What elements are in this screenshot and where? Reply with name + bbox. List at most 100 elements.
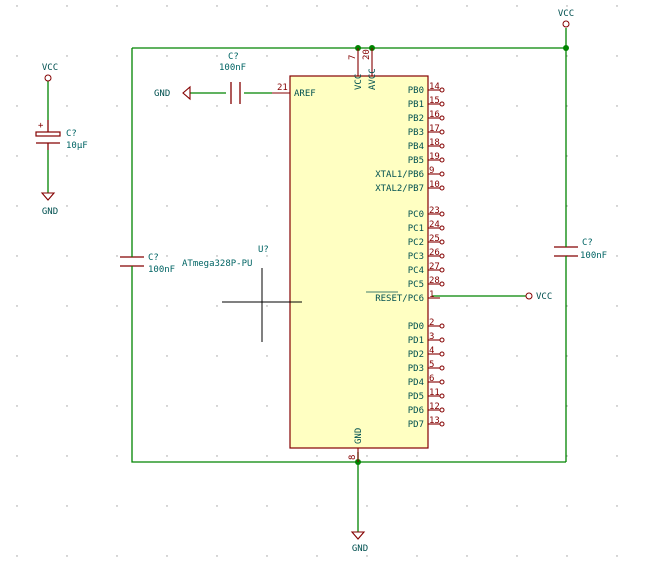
pin-name[interactable]: AVCC [368, 68, 378, 90]
grid-dot [516, 5, 518, 7]
grid-dot [366, 505, 368, 507]
grid-dot [566, 5, 568, 7]
pin-number: 18 [429, 138, 440, 148]
grid-dot [16, 5, 18, 7]
capacitor-right: C? 100nF [554, 238, 607, 262]
grid-dot [116, 355, 118, 357]
vcc-label-bulk: VCC [42, 63, 58, 73]
pin-name[interactable]: PD6 [408, 406, 424, 416]
grid-dot [166, 205, 168, 207]
grid-dot [16, 555, 18, 557]
pin-name[interactable]: PC4 [408, 266, 424, 276]
grid-dot [166, 355, 168, 357]
grid-dot [466, 505, 468, 507]
gnd-triangle-icon [350, 531, 366, 540]
grid-dot [616, 505, 618, 507]
vcc-power-bulk: VCC [42, 63, 58, 82]
pin-number: 1 [429, 290, 434, 300]
pin-name[interactable]: PD7 [408, 420, 424, 430]
grid-dot [366, 555, 368, 557]
grid-dot [566, 505, 568, 507]
grid-dot [516, 405, 518, 407]
pin-name[interactable]: AREF [294, 89, 316, 99]
grid-dot [66, 305, 68, 307]
cap-bulk-value: 10µF [66, 141, 88, 151]
pin-number: 5 [429, 360, 434, 370]
cap-aref-value: 100nF [219, 63, 246, 73]
pin-name[interactable]: PB4 [408, 142, 424, 152]
pin-end-icon [439, 115, 445, 121]
grid-dot [166, 305, 168, 307]
pin-end-icon [439, 185, 445, 191]
junction-top-right [563, 45, 569, 51]
pin-end-icon [439, 337, 445, 343]
wires [47, 28, 567, 532]
grid-dot [116, 205, 118, 207]
pin-number: 16 [429, 110, 440, 120]
ic-right-pins: 14PB015PB116PB217PB318PB419PB59XTAL1/PB6… [366, 82, 445, 430]
gnd-power-bottom: GND [350, 531, 368, 554]
grid-dot [66, 55, 68, 57]
grid-dot [516, 555, 518, 557]
ic-body[interactable] [289, 75, 429, 449]
grid-dot [416, 5, 418, 7]
grid-dot [16, 305, 18, 307]
pin-name[interactable]: PB2 [408, 114, 424, 124]
grid-dot [166, 405, 168, 407]
pin-name[interactable]: VCC [354, 74, 364, 90]
pin-name[interactable]: PC5 [408, 280, 424, 290]
cap-right-value: 100nF [580, 251, 607, 261]
pin-number: 15 [429, 96, 440, 106]
grid-dot [516, 355, 518, 357]
pin-name[interactable]: PB5 [408, 156, 424, 166]
pin-name[interactable]: PC3 [408, 252, 424, 262]
vcc-circle-icon [562, 20, 570, 28]
pin-name[interactable]: PD2 [408, 350, 424, 360]
grid-dot [266, 55, 268, 57]
pin-number: 25 [429, 234, 440, 244]
grid-dot [366, 455, 368, 457]
grid-dot [266, 205, 268, 207]
pin-name[interactable]: GND [354, 428, 364, 444]
grid-dot [566, 305, 568, 307]
pin-end-icon [439, 143, 445, 149]
pin-name[interactable]: XTAL1/PB6 [375, 170, 424, 180]
grid-dot [216, 255, 218, 257]
grid-dot [216, 105, 218, 107]
ic-atmega328p[interactable]: U? ATmega328P-PU [182, 75, 429, 449]
pin-name[interactable]: RESET/PC6 [375, 294, 424, 304]
capacitor-aref: C? 100nF [219, 52, 246, 104]
grid-dot [166, 455, 168, 457]
vcc-power-reset: VCC [525, 292, 552, 302]
grid-dot [16, 405, 18, 407]
pin-name[interactable]: PB0 [408, 86, 424, 96]
pin-name[interactable]: PC2 [408, 238, 424, 248]
pin-name[interactable]: PD0 [408, 322, 424, 332]
grid-dot [216, 555, 218, 557]
pin-name[interactable]: PD1 [408, 336, 424, 346]
pin-name[interactable]: PC0 [408, 210, 424, 220]
grid-dot [566, 205, 568, 207]
pin-name[interactable]: PB1 [408, 100, 424, 110]
grid-dot [516, 305, 518, 307]
pin-name[interactable]: PD5 [408, 392, 424, 402]
grid-dot [266, 5, 268, 7]
grid-dot [166, 55, 168, 57]
pin-name[interactable]: PC1 [408, 224, 424, 234]
pin-name[interactable]: XTAL2/PB7 [375, 184, 424, 194]
pin-name[interactable]: PD3 [408, 364, 424, 374]
pin-number: 20 [362, 49, 372, 60]
grid-dot [116, 55, 118, 57]
grid-dot [616, 255, 618, 257]
pin-number: 24 [429, 220, 440, 230]
grid-dot [116, 305, 118, 307]
grid-dot [616, 555, 618, 557]
pin-number: 26 [429, 248, 440, 258]
pin-name[interactable]: PB3 [408, 128, 424, 138]
pin-end-icon [439, 239, 445, 245]
grid-dot [266, 505, 268, 507]
grid-dot [466, 55, 468, 57]
gnd-triangle-icon [182, 85, 191, 101]
pin-name[interactable]: PD4 [408, 378, 424, 388]
pin-end-icon [439, 101, 445, 107]
